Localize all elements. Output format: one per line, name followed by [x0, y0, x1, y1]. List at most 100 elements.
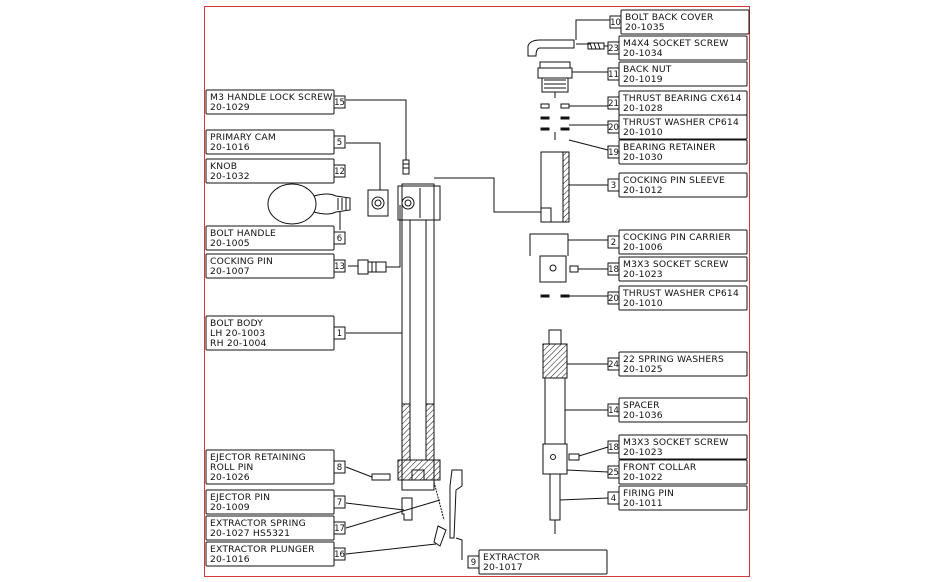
callout-number: 24	[608, 360, 619, 370]
callout-label-line: BEARING RETAINER	[623, 142, 716, 153]
callout-label-line: EJECTOR PIN	[210, 492, 270, 503]
callout-label-line: BOLT HANDLE	[210, 228, 276, 239]
callout-label-line: 20-1016	[210, 142, 250, 153]
drawing-frame	[204, 6, 750, 577]
callout-label-box	[205, 515, 335, 541]
callout-label-line: BOLT BACK COVER	[625, 12, 714, 23]
callout-label-line: 20-1036	[623, 410, 663, 421]
callout-label-line: FRONT COLLAR	[623, 462, 697, 473]
callout-label-box	[205, 489, 335, 515]
callout-label-line: M3X3 SOCKET SCREW	[623, 259, 729, 270]
callout-label-line: 20-1009	[210, 502, 250, 513]
callout-number: 18	[608, 265, 619, 275]
callout-label-line: COCKING PIN CARRIER	[623, 232, 731, 243]
callout-number: 5	[337, 138, 342, 148]
callout-label-line: BOLT BODY	[210, 318, 263, 329]
callout-number: 7	[337, 498, 342, 508]
callout-label-line: THRUST WASHER CP614	[622, 288, 739, 299]
bolt-back-cover-part	[527, 39, 590, 57]
callout-number: 20	[608, 294, 619, 304]
callout-number: 25	[608, 468, 619, 478]
parts-illustration	[267, 39, 605, 547]
callout-number: 3	[611, 181, 616, 191]
callout-number: 16	[334, 550, 345, 560]
ejector-and-extractor-parts	[371, 469, 463, 547]
back-nut-part	[537, 61, 573, 98]
callout-label-box	[618, 61, 748, 87]
callout-label-line: 20-1006	[623, 242, 663, 253]
callout-label-box	[618, 459, 748, 485]
callout-label-line: EXTRACTOR PLUNGER	[210, 544, 315, 555]
callout-label-box	[618, 485, 748, 511]
knob-and-bolt-handle-part	[267, 183, 351, 225]
cocking-pin-part	[357, 259, 387, 275]
callout-number: 10	[610, 18, 621, 28]
callout-label-box	[205, 315, 335, 351]
callout-label-box	[618, 434, 748, 460]
bolt-body-part	[397, 183, 441, 491]
callout-label-line: RH 20-1004	[210, 338, 267, 349]
cocking-pin-sleeve-part	[540, 151, 570, 223]
callout-number: 11	[608, 70, 619, 80]
callout-label-line: KNOB	[210, 161, 237, 172]
callout-label-box	[478, 549, 608, 575]
callout-label-line: 20-1034	[623, 48, 663, 59]
callout-label-line: EXTRACTOR	[483, 552, 541, 563]
callout-number: 6	[337, 234, 342, 244]
callout-label-line: 20-1019	[623, 74, 663, 85]
callout-label-line: 20-1030	[623, 152, 663, 163]
callout-label-line: M3 HANDLE LOCK SCREW	[210, 92, 333, 103]
callout-label-line: BACK NUT	[623, 64, 672, 75]
callout-number: 4	[611, 494, 616, 504]
callout-label-line: 20-1027 HS5321	[210, 528, 290, 539]
callout-label-line: 20-1005	[210, 238, 250, 249]
callout-label-line: ROLL PIN	[210, 462, 254, 473]
callout-label-line: 20-1023	[623, 447, 663, 458]
callout-label-line: M4X4 SOCKET SCREW	[623, 38, 729, 49]
callout-label-line: 20-1026	[210, 472, 250, 483]
callout-number: 1	[337, 329, 342, 339]
callout-label-line: 20-1011	[623, 498, 663, 509]
callout-number: 13	[334, 262, 345, 272]
callout-label-line: LH 20-1003	[210, 328, 265, 339]
callout-number: 8	[337, 463, 342, 473]
thrust-washer-bottom-part	[540, 294, 570, 298]
callout-number: 15	[334, 98, 345, 108]
callout-number: 19	[608, 148, 619, 158]
callout-label-box	[618, 35, 748, 61]
callout-number: 17	[334, 524, 345, 534]
callout-label-line: FIRING PIN	[623, 488, 674, 499]
callout-label-line: 20-1007	[210, 266, 250, 277]
callout-label-box	[618, 172, 748, 198]
callout-number: 14	[608, 406, 619, 416]
callout-label-line: 20-1010	[623, 298, 663, 309]
callout-number: 20	[608, 123, 619, 133]
callout-number: 23	[608, 44, 619, 54]
callout-label-line: 20-1029	[210, 102, 250, 113]
callout-number: 12	[334, 167, 345, 177]
callout-number: 9	[471, 558, 476, 568]
